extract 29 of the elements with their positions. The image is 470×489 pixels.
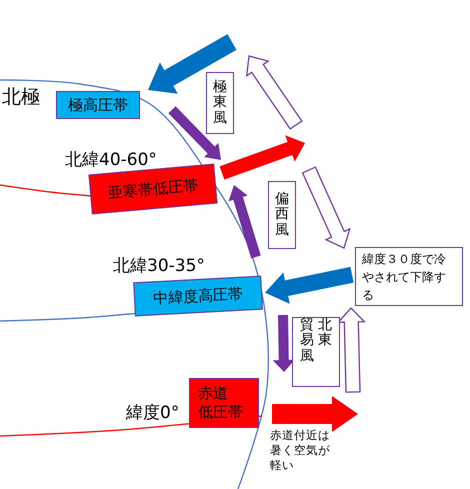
note-text: 赤道付近は暑く空気が軽い bbox=[270, 428, 331, 473]
wind-name: 極東風 bbox=[213, 80, 227, 126]
belt-name: 極高圧帯 bbox=[68, 96, 128, 114]
belt-name: 赤道 bbox=[198, 384, 228, 403]
pressure-belt-box bbox=[189, 378, 259, 428]
wind-arrow bbox=[148, 34, 236, 94]
belt-name: 低圧帯 bbox=[198, 403, 243, 422]
wind-arrow bbox=[272, 314, 295, 372]
belt-name: 亜寒帯低圧帯 bbox=[107, 176, 199, 202]
latitude-label: 北緯30-35° bbox=[113, 255, 205, 277]
pressure-belt-box bbox=[133, 276, 263, 316]
note-box bbox=[355, 247, 463, 306]
wind-arrow bbox=[272, 396, 358, 432]
latitude-label: 緯度0° bbox=[126, 402, 180, 424]
pressure-belt-box bbox=[56, 91, 140, 119]
note-text: 緯度３０度で冷やされて下降する bbox=[361, 250, 447, 304]
pole-label: 北極 bbox=[2, 85, 40, 110]
wind-arrow bbox=[265, 266, 354, 304]
belt-name: 中緯度高圧帯 bbox=[152, 284, 244, 308]
wind-arrow bbox=[220, 135, 305, 180]
wind-arrow bbox=[228, 185, 261, 258]
wind-name: 北東 bbox=[318, 318, 332, 349]
wind-arrow bbox=[168, 106, 221, 160]
wind-label-box bbox=[292, 317, 340, 387]
wind-name: 貿易風 bbox=[300, 318, 314, 364]
latitude-label: 北緯40-60° bbox=[65, 149, 157, 171]
wind-label-box bbox=[206, 72, 234, 134]
wind-label-box bbox=[268, 181, 296, 249]
wind-name: 偏西風 bbox=[275, 192, 289, 238]
